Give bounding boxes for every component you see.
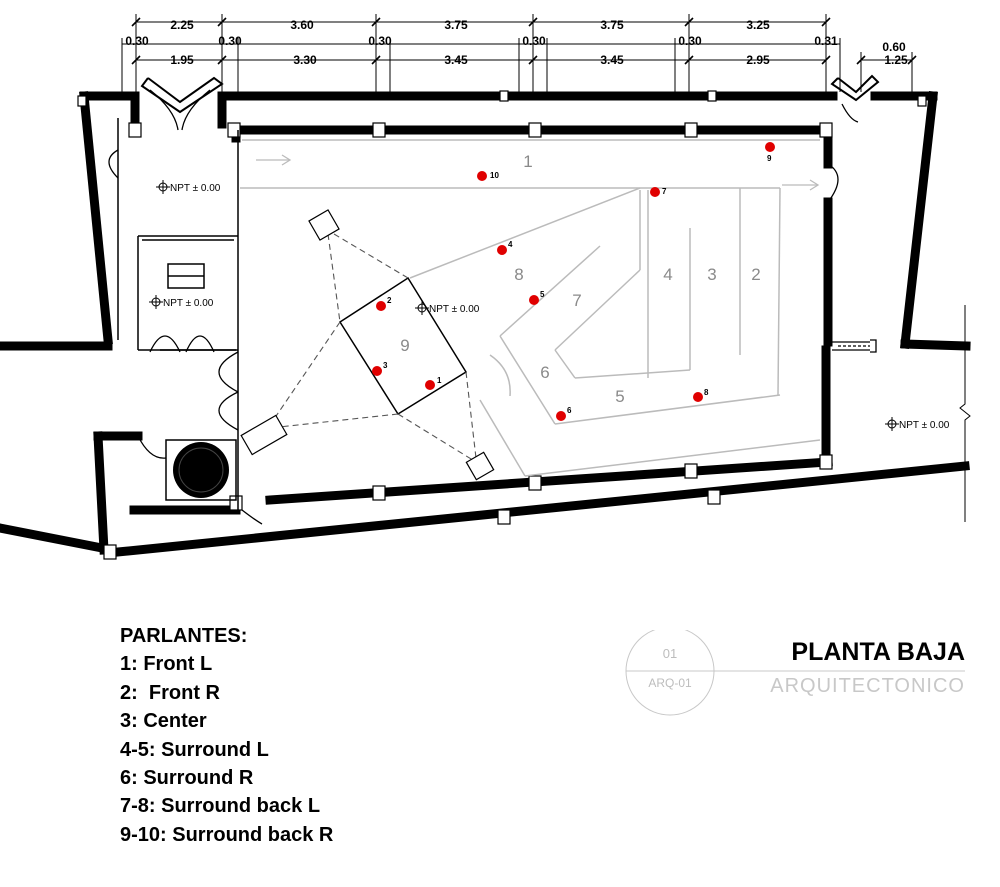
- doors: [108, 74, 880, 525]
- speaker-marker-4: [497, 245, 507, 255]
- dimension-ticks: [131, 17, 917, 65]
- dim-right-bottom: 1.25: [884, 53, 908, 67]
- speaker-number-8: 8: [704, 388, 709, 397]
- dim-mid-4: 0.30: [522, 34, 546, 48]
- dim-top-1: 2.25: [170, 18, 194, 32]
- zone-label-3: 3: [707, 265, 716, 284]
- legend-item: 1: Front L: [120, 653, 213, 676]
- speaker-marker-5: [529, 295, 539, 305]
- zone-label-7: 7: [572, 291, 581, 310]
- speaker-marker-6: [556, 411, 566, 421]
- dim-bottom-3: 3.45: [444, 53, 468, 67]
- dim-top-5: 3.25: [746, 18, 770, 32]
- drawing-title: PLANTA BAJA: [791, 638, 965, 666]
- level-label-1: NPT ± 0.00: [170, 183, 221, 194]
- legend-item: 7-8: Surround back L: [120, 795, 321, 818]
- zone-label-1: 1: [523, 152, 532, 171]
- level-label-4: NPT ± 0.00: [899, 420, 950, 431]
- speaker-marker-7: [650, 187, 660, 197]
- flow-arrows: [256, 154, 820, 191]
- speakers: 1 2 3 4 5 6 7 8 9 10: [372, 142, 775, 421]
- speaker-number-4: 4: [508, 240, 513, 249]
- speaker-number-5: 5: [540, 290, 545, 299]
- dim-top-3: 3.75: [444, 18, 468, 32]
- fan-unit: [165, 439, 237, 501]
- dimension-texts: 2.25 3.60 3.75 3.75 3.25 0.30 0.30 0.30 …: [125, 18, 908, 67]
- speaker-number-9: 9: [767, 154, 772, 163]
- zone-label-5: 5: [615, 387, 624, 406]
- dim-mid-6: 0.31: [814, 34, 838, 48]
- level-label-3: NPT ± 0.00: [429, 304, 480, 315]
- legend-item: 3: Center: [120, 710, 207, 733]
- legend-item: 2: Front R: [120, 681, 220, 704]
- speaker-legend: PARLANTES: 1: Front L 2: Front R 3: Cent…: [120, 622, 460, 849]
- level-markers: [149, 180, 899, 431]
- speaker-marker-3: [372, 366, 382, 376]
- dim-mid-2: 0.30: [218, 34, 242, 48]
- speaker-marker-8: [693, 392, 703, 402]
- speaker-number-10: 10: [490, 171, 499, 180]
- dim-mid-3: 0.30: [368, 34, 392, 48]
- speaker-number-1: 1: [437, 376, 442, 385]
- sheet-code: ARQ-01: [648, 676, 692, 690]
- speaker-number-3: 3: [383, 361, 388, 370]
- partitions: [240, 139, 821, 477]
- title-block: 01 ARQ-01 PLANTA BAJA ARQUITECTONICO: [620, 630, 980, 720]
- legend-item: 4-5: Surround L: [120, 738, 269, 761]
- speaker-marker-2: [376, 301, 386, 311]
- zone-label-6: 6: [540, 363, 549, 382]
- drawing-number: 01: [662, 646, 678, 661]
- dim-mid-5: 0.30: [678, 34, 702, 48]
- legend-item: 6: Surround R: [120, 767, 254, 790]
- speaker-marker-1: [425, 380, 435, 390]
- dimension-lines: [121, 14, 913, 92]
- drawing-subtitle: ARQUITECTONICO: [770, 675, 965, 697]
- dim-top-4: 3.75: [600, 18, 624, 32]
- zone-label-2: 2: [751, 265, 760, 284]
- column-markers: [77, 90, 927, 560]
- dim-top-2: 3.60: [290, 18, 314, 32]
- speaker-marker-10: [477, 171, 487, 181]
- projection-area: [240, 209, 495, 481]
- legend-title: PARLANTES:: [120, 625, 248, 647]
- speaker-number-2: 2: [387, 296, 392, 305]
- speaker-marker-9: [765, 142, 775, 152]
- interior-walls: [117, 118, 239, 510]
- level-label-2: NPT ± 0.00: [163, 298, 214, 309]
- zone-label-8: 8: [514, 265, 523, 284]
- dim-right-top: 0.60: [882, 40, 906, 54]
- dim-bottom-5: 2.95: [746, 53, 770, 67]
- dim-bottom-2: 3.30: [293, 53, 317, 67]
- zone-label-4: 4: [663, 265, 672, 284]
- zone-label-9: 9: [400, 336, 409, 355]
- dim-bottom-4: 3.45: [600, 53, 624, 67]
- break-line: [959, 305, 971, 522]
- dim-mid-1: 0.30: [125, 34, 149, 48]
- walls: [0, 91, 971, 557]
- zone-labels: 1 2 3 4 5 6 7 8 9: [400, 152, 760, 406]
- speaker-number-6: 6: [567, 406, 572, 415]
- dim-bottom-1: 1.95: [170, 53, 194, 67]
- legend-item: 9-10: Surround back R: [120, 823, 334, 846]
- title-block-graphic: [625, 630, 965, 716]
- level-labels: NPT ± 0.00 NPT ± 0.00 NPT ± 0.00 NPT ± 0…: [163, 183, 950, 431]
- speaker-number-7: 7: [662, 187, 667, 196]
